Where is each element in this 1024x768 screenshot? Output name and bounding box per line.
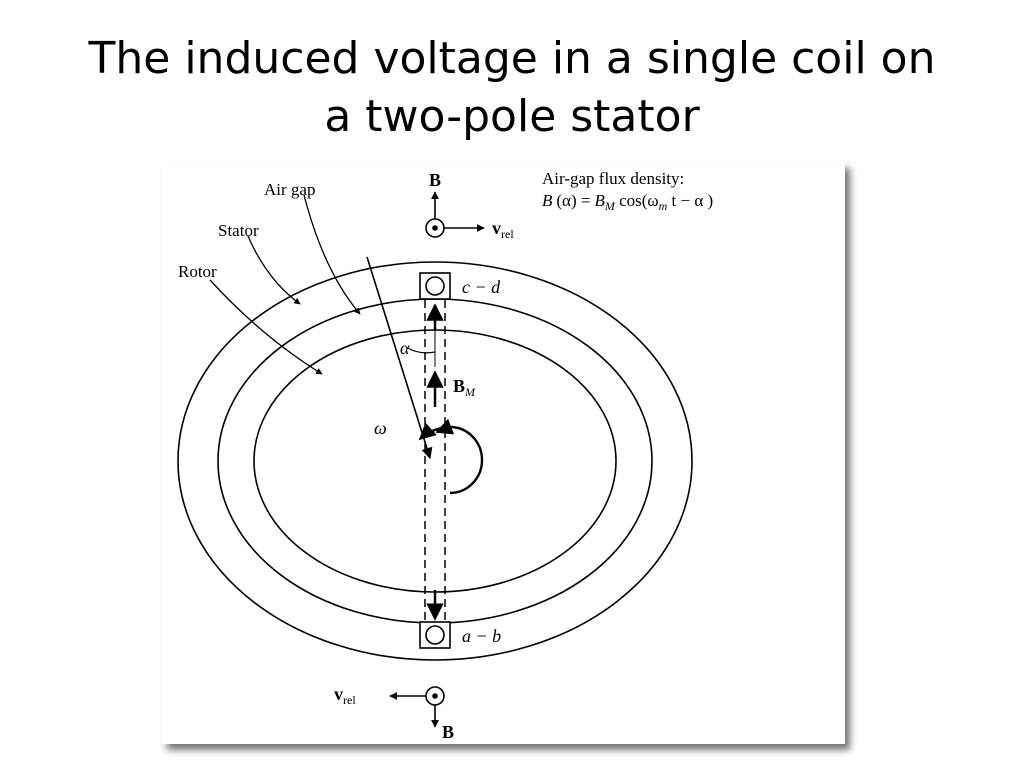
machine-diagram: Air gap Stator Rotor Air-gap flux densit… [177,169,713,742]
flux-density-equation: B(α) =BM cos(ωm t − α ) [542,191,713,213]
omega-label: ω [374,418,387,438]
figure-frame: Air gap Stator Rotor Air-gap flux densit… [162,162,845,744]
title-line-2: a two-pole stator [324,91,700,142]
flux-density-heading: Air-gap flux density: [542,169,684,188]
v-top: v [492,218,501,238]
air-gap-leader [303,194,361,315]
eq-bm-sub: M [604,199,616,213]
slide-title: The induced voltage in a single coil on … [0,30,1024,146]
eq-tail: t − α ) [667,191,713,210]
coil-bottom-label: a − b [462,626,501,646]
rotor-leader [209,279,323,375]
eq-m-sub: m [659,199,668,213]
v-bottom: v [334,684,343,704]
rotor-label: Rotor [178,262,217,281]
stator-label: Stator [218,221,259,240]
air-gap-label: Air gap [264,180,315,199]
eq-alpha-paren: (α) = [556,191,590,210]
coil-top-label: c − d [462,277,501,297]
v-rel-top-label: vrel [492,218,514,241]
title-line-1: The induced voltage in a single coil on [88,33,936,84]
b-bottom-label: B [442,722,454,742]
eq-b: B [542,191,553,210]
v-top-sub: rel [501,227,514,241]
stator-leader [247,235,301,305]
rotation-arc [435,418,484,495]
coil-conductor-bottom [419,621,451,649]
b-top-label: B [429,170,441,190]
bottom-vector-symbol [389,686,445,728]
v-rel-bottom-label: vrel [334,684,356,707]
rotation-arc-head [418,422,451,441]
stator-outer-ring [177,261,693,661]
top-vector-symbol [425,191,485,238]
bm-sub: M [464,385,476,399]
bm: B [453,376,465,396]
v-bottom-sub: rel [343,693,356,707]
eq-bm: B [594,191,605,210]
coil-conductor-top [419,272,451,300]
alpha-arc [407,347,436,354]
eq-cos: cos(ω [615,191,659,210]
rotor-ring [253,329,617,593]
alpha-label: α [400,338,410,358]
bm-label: BM [453,376,476,399]
